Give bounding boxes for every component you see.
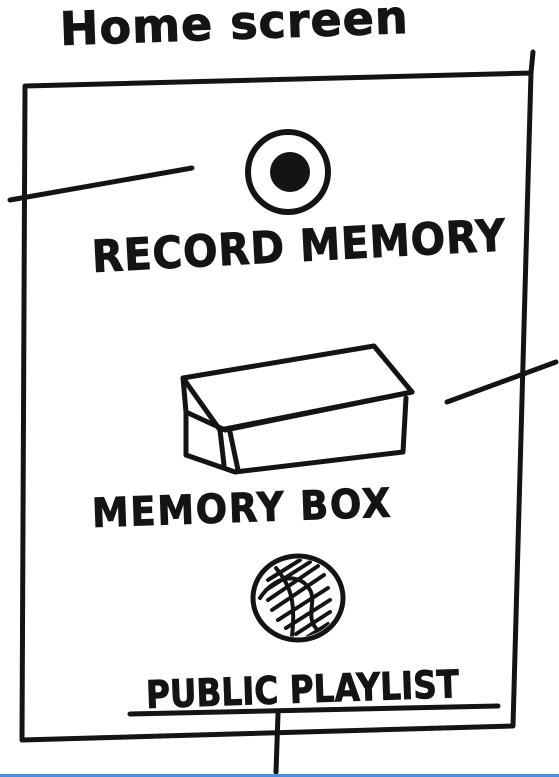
- memory-box-button[interactable]: [80, 340, 440, 550]
- record-memory-button[interactable]: [80, 120, 500, 290]
- connector-right: [447, 362, 556, 402]
- connector-bottom: [276, 714, 278, 772]
- frame-top-extension: [531, 52, 533, 73]
- public-playlist-button[interactable]: [120, 560, 480, 710]
